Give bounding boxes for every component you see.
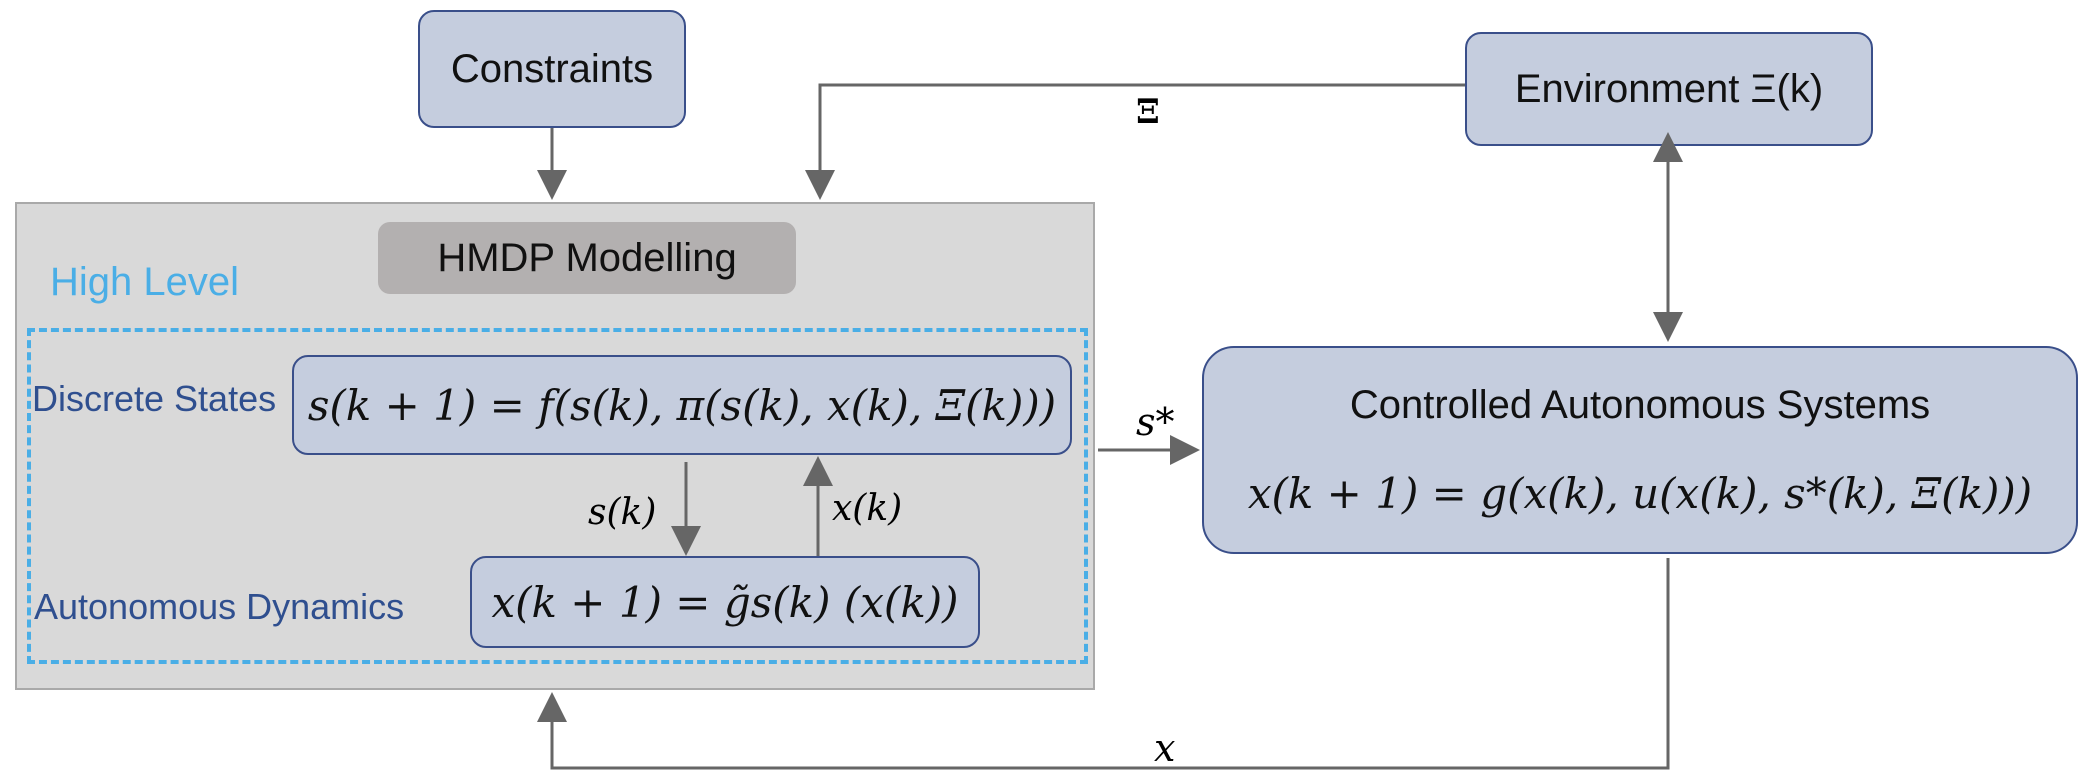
arrow-x-feedback (537, 558, 1670, 770)
hmdp-modelling-box: HMDP Modelling (378, 222, 796, 294)
controlled-systems-equation: x(k + 1) = g(x(k), u(x(k), s*(k), Ξ(k))) (1247, 468, 2033, 518)
discrete-states-box: s(k + 1) = f(s(k), π(s(k), x(k), Ξ(k))) (292, 355, 1072, 455)
constraints-box: Constraints (418, 10, 686, 128)
arrow-environment-to-panel (805, 83, 1465, 200)
autonomous-dynamics-label: Autonomous Dynamics (34, 586, 405, 627)
high-level-label: High Level (50, 260, 240, 304)
discrete-states-label: Discrete States (32, 378, 277, 419)
environment-label: Environment Ξ(k) (1514, 66, 1824, 111)
autonomous-dynamics-box: x(k + 1) = g̃s(k) (x(k)) (470, 556, 980, 648)
edge-label-xi: Ξ (1136, 92, 1160, 132)
edge-label-s-k: s(k) (588, 492, 657, 533)
discrete-states-equation: s(k + 1) = f(s(k), π(s(k), x(k), Ξ(k))) (307, 380, 1057, 430)
controlled-systems-box: Controlled Autonomous Systems x(k + 1) =… (1202, 346, 2078, 554)
environment-box: Environment Ξ(k) (1465, 32, 1873, 146)
edge-label-s-star: s* (1136, 400, 1175, 444)
dashed-region (27, 328, 1088, 664)
edge-label-x-k: x(k) (832, 488, 903, 529)
edge-label-x: x (1154, 726, 1176, 770)
constraints-label: Constraints (450, 46, 654, 91)
autonomous-dynamics-equation: x(k + 1) = g̃s(k) (x(k)) (491, 577, 959, 627)
hmdp-modelling-label: HMDP Modelling (437, 235, 737, 280)
controlled-systems-title: Controlled Autonomous Systems (1349, 382, 1931, 427)
